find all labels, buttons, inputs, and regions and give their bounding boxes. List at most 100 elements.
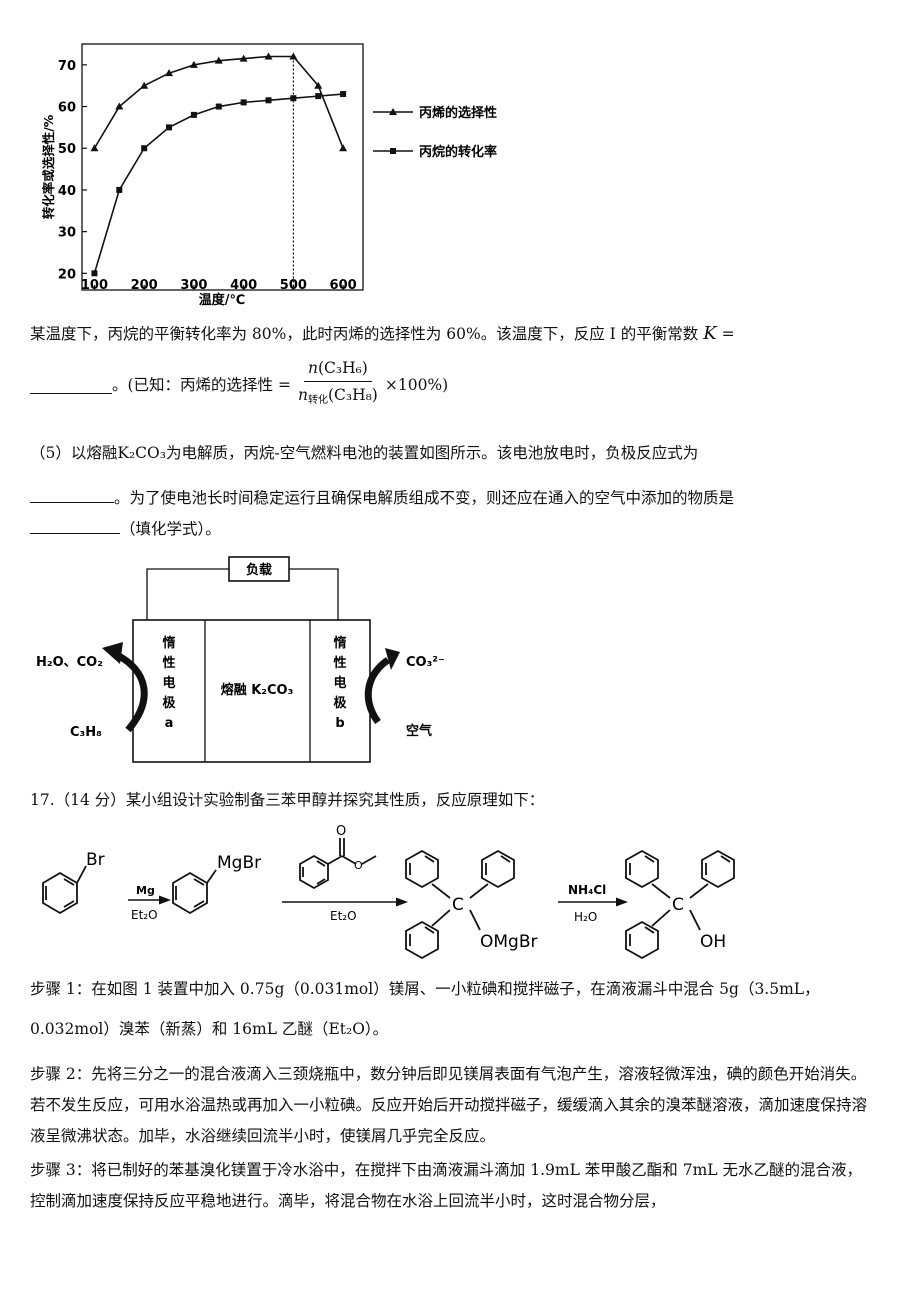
y-tick-label: 20 xyxy=(58,267,76,282)
central-carbon-2: C xyxy=(672,895,684,915)
br-label: Br xyxy=(86,850,105,870)
legend-square-marker xyxy=(390,148,396,154)
q17-title: 17.（14 分）某小组设计实验制备三苯甲醇并探究其性质，反应原理如下： xyxy=(30,791,545,809)
series-propane-conversion xyxy=(91,91,347,277)
data-point-square xyxy=(265,97,272,104)
left-curved-arrow xyxy=(113,650,148,733)
right-air-label: 空气 xyxy=(406,723,432,739)
data-point-square xyxy=(116,186,123,193)
x-tick-label: 600 xyxy=(330,278,357,293)
electrolyte-label: 熔融 K₂CO₃ xyxy=(221,682,294,698)
electrode-char: 性 xyxy=(162,655,175,671)
answer-blank-k xyxy=(30,375,112,394)
y-tick-label: 30 xyxy=(58,226,76,241)
nh4cl-reagent: NH₄Cl xyxy=(568,883,606,897)
series-propene-selectivity xyxy=(90,52,348,152)
left-fuel-label: C₃H₈ xyxy=(70,725,102,740)
electrode-char: 极 xyxy=(333,695,347,711)
phenylmagnesium-bromide xyxy=(172,869,217,915)
series-line xyxy=(93,55,344,149)
data-point-square xyxy=(215,103,222,110)
data-point-triangle xyxy=(314,81,323,89)
ethyl-benzoate xyxy=(299,838,377,890)
mgbr-label: MgBr xyxy=(217,853,261,873)
right-arrow-head xyxy=(385,648,400,670)
electrode-char: 惰 xyxy=(333,635,346,651)
selectivity-fraction: n(C₃H₆) n转化(C₃H₈) xyxy=(297,359,378,406)
reaction-scheme: Br Mg Et₂O MgBr O O Et₂O xyxy=(42,824,735,960)
data-point-square xyxy=(290,95,297,102)
wire-right xyxy=(289,568,339,620)
electrode-char: 极 xyxy=(162,695,176,711)
x-tick-label: 100 xyxy=(81,278,108,293)
load-box xyxy=(228,556,290,582)
q4-line2: 。(已知：丙烯的选择性 = n(C₃H₆) n转化(C₃H₈) ×100%) xyxy=(30,357,870,412)
y-axis-label: 转化率或选择性/% xyxy=(41,114,56,219)
triphenylmethanol xyxy=(625,849,735,960)
electrode-char: b xyxy=(335,716,344,731)
trityl-omgbr xyxy=(405,849,515,960)
carbonyl-o: O xyxy=(336,824,346,839)
data-point-triangle xyxy=(140,81,149,89)
legend: 丙烯的选择性 丙烷的转化率 xyxy=(373,105,497,160)
left-arrow-head xyxy=(102,642,123,664)
right-product-label: CO₃²⁻ xyxy=(406,655,445,670)
x-axis-label: 温度/℃ xyxy=(199,292,246,308)
y-tick-label: 60 xyxy=(58,101,76,116)
y-tick-label: 50 xyxy=(58,142,76,157)
x-tick-label: 200 xyxy=(131,278,158,293)
et2o-solvent-1: Et₂O xyxy=(131,908,158,922)
data-point-triangle xyxy=(115,102,124,110)
x-tick-label: 400 xyxy=(230,278,257,293)
omgbr-label: OMgBr xyxy=(480,932,538,952)
data-point-square xyxy=(315,93,322,100)
data-point-square xyxy=(190,111,197,118)
answer-blank-additive xyxy=(30,515,120,534)
electrode-char: 性 xyxy=(333,655,346,671)
y-tick-label: 40 xyxy=(58,184,76,199)
h2o-reagent: H₂O xyxy=(574,910,597,924)
right-curved-arrow xyxy=(364,657,391,725)
data-point-triangle xyxy=(339,144,348,152)
answer-blank-anode xyxy=(30,484,114,503)
load-label: 负载 xyxy=(246,562,272,578)
data-point-triangle xyxy=(90,144,99,152)
left-product-label: H₂O、CO₂ xyxy=(36,655,103,670)
central-carbon-1: C xyxy=(452,895,464,915)
data-point-triangle xyxy=(214,56,223,64)
data-point-square xyxy=(340,91,347,98)
data-point-triangle xyxy=(239,54,248,62)
step2-paragraph: 步骤 2：先将三分之一的混合液滴入三颈烧瓶中，数分钟后即见镁屑表面有气泡产生，溶… xyxy=(30,1065,868,1145)
q5-line1: （5）以熔融K₂CO₃为电解质，丙烷-空气燃料电池的装置如图所示。该电池放电时，… xyxy=(30,444,699,462)
plot-frame xyxy=(81,43,364,291)
series-line xyxy=(93,93,344,274)
y-tick-labels: 20 30 40 50 60 70 xyxy=(58,59,87,282)
q5-line3: （填化学式）。 xyxy=(30,514,870,545)
mg-reagent: Mg xyxy=(136,884,155,897)
legend-label-selectivity: 丙烯的选择性 xyxy=(419,105,497,121)
electrode-char: 电 xyxy=(162,675,175,691)
legend-triangle-marker xyxy=(389,108,397,115)
wire-left xyxy=(146,568,229,620)
electrode-char: 惰 xyxy=(162,635,175,651)
data-point-triangle xyxy=(264,52,273,60)
data-point-square xyxy=(91,270,98,277)
q5-line2: 。为了使电池长时间稳定运行且确保电解质组成不变，则还应在通入的空气中添加的物质是 xyxy=(30,483,870,514)
electrode-char: 电 xyxy=(333,675,346,691)
data-point-square xyxy=(240,99,247,106)
y-tick-label: 70 xyxy=(58,59,76,74)
oh-label: OH xyxy=(700,932,726,952)
bromobenzene xyxy=(42,865,87,915)
ester-o: O xyxy=(354,859,363,872)
step1-line2: 0.032mol）溴苯（新蒸）和 16mL 乙醚（Et₂O）。 xyxy=(30,1020,389,1038)
data-point-square xyxy=(141,145,148,152)
step3-paragraph: 步骤 3：将已制好的苯基溴化镁置于冷水浴中，在搅拌下由滴液漏斗滴加 1.9mL … xyxy=(30,1161,862,1210)
x-tick-label: 300 xyxy=(180,278,207,293)
q4-line1: 某温度下，丙烷的平衡转化率为 80%，此时丙烯的选择性为 60%。该温度下，反应… xyxy=(30,323,735,344)
data-point-triangle xyxy=(289,52,298,60)
